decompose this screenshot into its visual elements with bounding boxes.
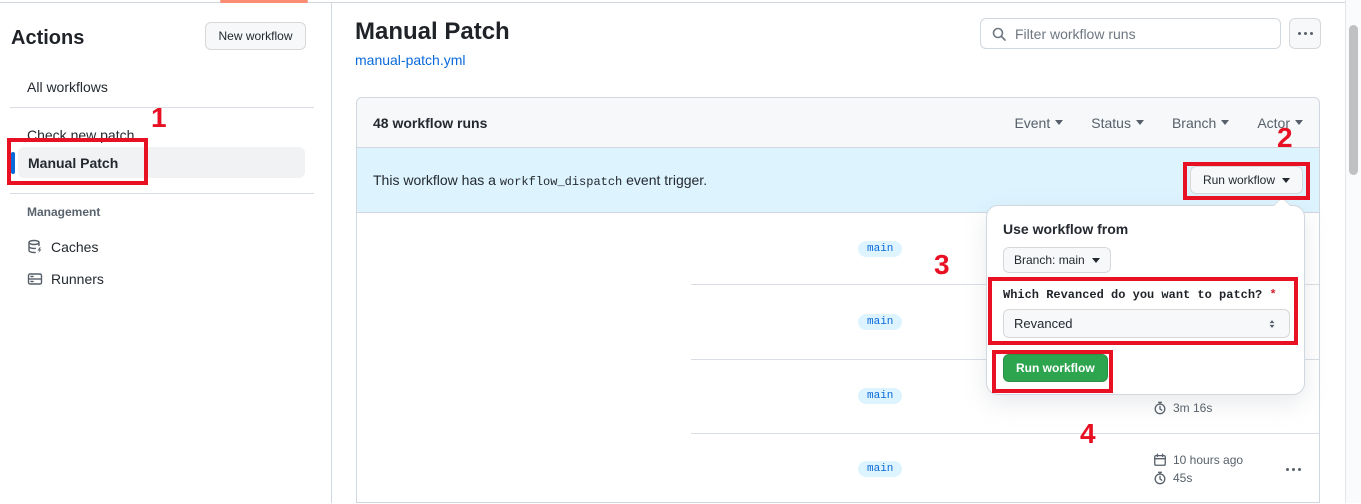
sidebar-item-check-new-patch[interactable]: Check new patch [27,127,135,143]
kebab-icon [1297,32,1301,35]
cache-icon [28,239,42,254]
branch-badge[interactable]: main [858,460,903,477]
actions-tab-active-indicator [220,0,308,3]
page-title: Manual Patch [355,18,510,45]
banner-text: This workflow has a workflow_dispatch ev… [373,171,708,189]
new-workflow-button[interactable]: New workflow [205,22,306,50]
sidebar-item-manual-patch[interactable] [18,147,305,178]
event-filter-dropdown[interactable]: Event [1014,115,1064,131]
status-filter-dropdown[interactable]: Status [1091,115,1144,131]
sort-arrows-icon [1269,319,1275,328]
filter-workflow-runs-input[interactable] [1015,25,1270,42]
chevron-down-icon [1135,120,1144,125]
workflow-run-row[interactable]: main [357,213,1319,284]
sidebar-divider [10,107,314,108]
sidebar-item-caches[interactable]: Caches [27,239,98,255]
repo-nav-bottom-border [0,2,1361,3]
runs-filter-bar: Event Status Branch Actor [1014,115,1303,131]
sidebar-item-caches-label: Caches [51,239,99,255]
run-time: 10 hours ago [1153,453,1243,467]
workflow-options-kebab-button[interactable] [1289,18,1321,49]
chevron-down-icon [1221,120,1230,125]
sidebar-item-runners[interactable]: Runners [27,271,104,287]
sidebar-divider [10,193,314,194]
selected-item-accent-bar [11,152,15,174]
branch-badge[interactable]: main [858,240,903,257]
run-workflow-submit-button[interactable]: Run workflow [1003,354,1108,382]
kebab-icon [1285,467,1289,471]
required-asterisk: * [1269,288,1277,302]
workflow-dispatch-banner: This workflow has a workflow_dispatch ev… [357,148,1319,213]
run-meta: 10 hours ago 45s [1153,453,1243,485]
actor-filter-dropdown[interactable]: Actor [1257,115,1303,131]
chevron-down-icon [1091,257,1100,263]
workflow-runs-count: 48 workflow runs [373,114,488,131]
vertical-scrollbar-track[interactable] [1345,0,1361,503]
run-options-kebab-button[interactable] [1279,459,1307,479]
revanced-input-label: Which Revanced do you want to patch? * [1003,288,1277,302]
run-duration: 3m 16s [1153,401,1212,415]
run-meta: 3m 16s [1153,401,1212,415]
branch-badge[interactable]: main [858,313,903,330]
runs-list-header: 48 workflow runs Event Status Branch Act… [357,98,1319,148]
search-icon [992,27,1006,41]
chevron-down-icon [1282,177,1290,183]
branch-select-button[interactable]: Branch: main [1003,247,1111,273]
filter-workflow-runs-box[interactable] [980,18,1281,49]
workflow-dispatch-code: workflow_dispatch [499,174,623,189]
use-workflow-from-heading: Use workflow from [1003,221,1129,237]
calendar-icon [1154,453,1166,466]
runners-icon [27,273,43,285]
management-section-heading: Management [27,205,101,219]
actions-sidebar: Actions New workflow All workflows Check… [0,3,332,503]
branch-filter-dropdown[interactable]: Branch [1172,115,1230,131]
popover-caret [1274,198,1290,206]
branch-badge[interactable]: main [858,388,903,404]
sidebar-item-manual-patch-label[interactable]: Manual Patch [28,155,119,171]
revanced-select[interactable]: Revanced [1003,309,1290,338]
workflow-run-row[interactable]: main 10 hours ago 45s [357,433,1319,504]
vertical-scrollbar-thumb[interactable] [1348,25,1358,175]
chevron-down-icon [1055,120,1064,125]
run-duration: 45s [1153,471,1243,485]
workflow-file-link[interactable]: manual-patch.yml [355,52,466,68]
sidebar-title: Actions [11,27,85,49]
stopwatch-icon [1154,401,1166,415]
run-workflow-dropdown-button[interactable]: Run workflow [1189,166,1303,194]
sidebar-item-all-workflows[interactable]: All workflows [27,79,108,95]
chevron-down-icon [1295,120,1303,125]
run-workflow-popover: Use workflow from Branch: main Which Rev… [986,198,1305,395]
stopwatch-icon [1154,471,1166,485]
sidebar-item-runners-label: Runners [51,271,104,287]
